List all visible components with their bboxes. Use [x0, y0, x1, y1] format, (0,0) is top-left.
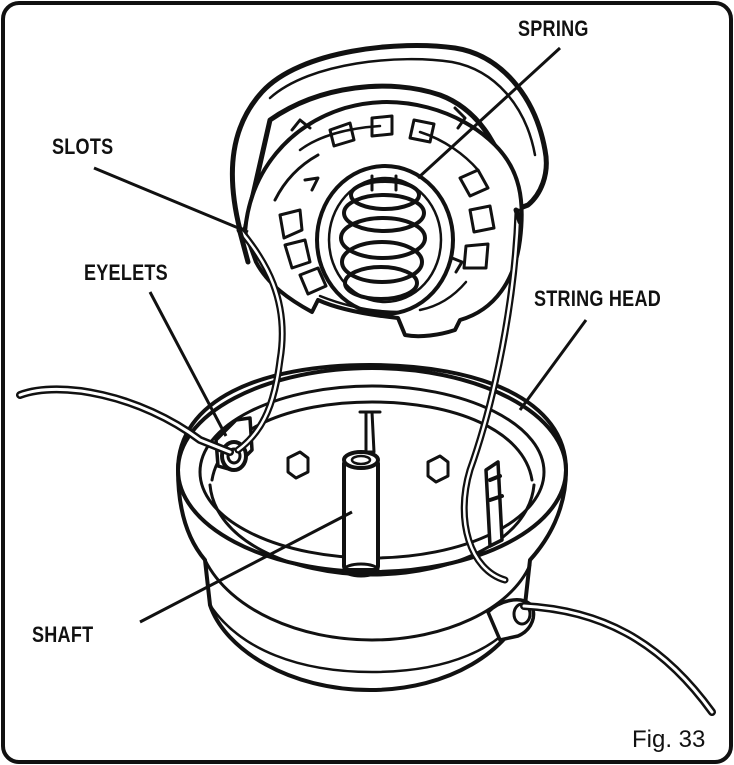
leader-spring — [416, 46, 562, 180]
label-string-head: STRING HEAD — [534, 286, 661, 311]
figure-number: Fig. 33 — [632, 726, 706, 753]
leader-slots — [93, 166, 249, 234]
string-head-housing — [176, 363, 568, 692]
label-slots: SLOTS — [52, 134, 114, 159]
leader-lines — [93, 46, 588, 624]
leader-shaft — [139, 510, 353, 624]
label-spring: SPRING — [518, 16, 589, 41]
trimmer-string — [16, 207, 716, 716]
leader-string-head — [518, 319, 588, 411]
label-eyelets: EYELETS — [84, 260, 168, 285]
leader-eyelets — [148, 291, 228, 437]
spool-hub — [315, 164, 455, 316]
spool — [229, 42, 549, 339]
label-shaft: SHAFT — [32, 622, 94, 647]
eyelet-right — [484, 460, 536, 642]
spring — [339, 174, 427, 301]
